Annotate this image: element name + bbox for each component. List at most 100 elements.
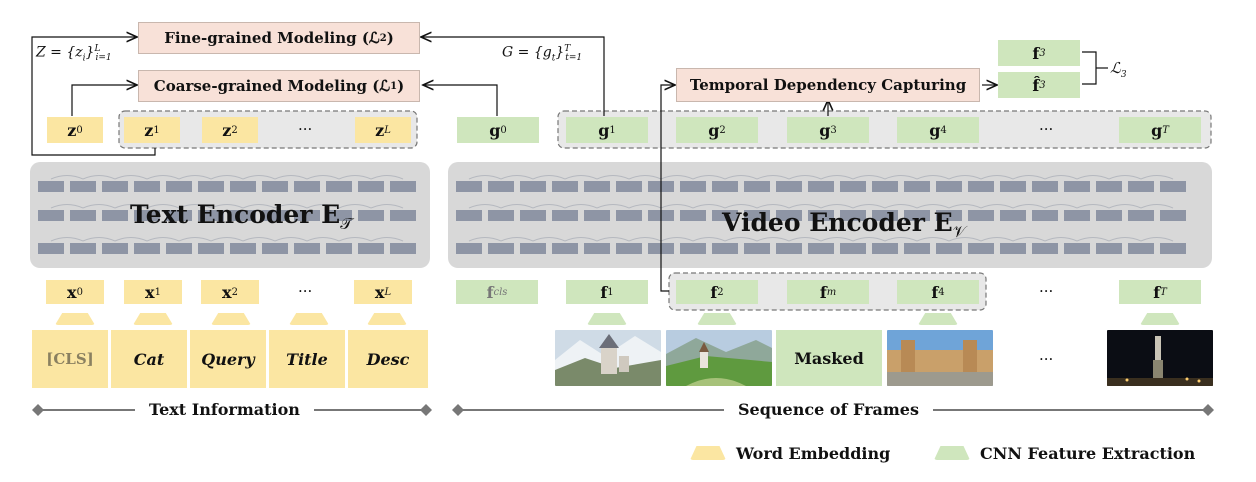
fcls-sub: cls (493, 286, 508, 298)
encoder-block (808, 210, 834, 221)
x2-sub: 2 (231, 286, 238, 298)
legend-cnn-feature-label: CNN Feature Extraction (980, 444, 1196, 463)
encoder-block (198, 181, 224, 192)
loss3-sub: 3 (1120, 70, 1127, 80)
masked-frame: Masked (776, 330, 882, 386)
encoder-block (1160, 210, 1186, 221)
z0-symbol: z (67, 120, 77, 140)
encoder-attention-arcs (468, 237, 1174, 242)
encoder-block (230, 181, 256, 192)
encoder-block (38, 243, 64, 254)
target-fhat-sub: 3 (1039, 79, 1046, 91)
encoder-block (1128, 210, 1154, 221)
temporal-dependency-box: Temporal Dependency Capturing (676, 68, 980, 102)
video-encoder-label: Video Encoder E𝒱 (722, 208, 966, 242)
frames-ellipsis: ··· (1039, 350, 1054, 368)
encoder-block (520, 243, 546, 254)
encoder-block (390, 243, 416, 254)
encoder-block (712, 210, 738, 221)
encoder-block (326, 210, 352, 221)
frame-castle-snow (555, 330, 661, 386)
loss3-formula: ℒ3 (1110, 59, 1127, 80)
encoder-block (584, 210, 610, 221)
encoder-block (262, 243, 288, 254)
encoder-block (1064, 181, 1090, 192)
encoder-block (744, 210, 770, 221)
f4-symbol: f (931, 282, 939, 302)
encoder-block (456, 181, 482, 192)
cnn-feature-tab (1140, 313, 1180, 325)
encoder-block (1096, 243, 1122, 254)
encoder-block (584, 181, 610, 192)
encoder-block (1032, 243, 1058, 254)
encoder-block (904, 243, 930, 254)
encoder-block (294, 210, 320, 221)
xL-symbol: x (374, 282, 385, 302)
encoder-block (904, 181, 930, 192)
fcls-symbol: f (486, 282, 494, 302)
target-f-symbol: f (1032, 43, 1040, 63)
target-fhat-symbol: f̂ (1032, 75, 1040, 95)
encoder-blocks (38, 175, 1186, 254)
text-token-group (118, 110, 418, 149)
encoder-block (230, 243, 256, 254)
word-embedding-tab (367, 313, 407, 325)
z1-symbol: z (144, 120, 154, 140)
encoder-block (488, 243, 514, 254)
text-encoder-label: Text Encoder E𝒯 (130, 200, 353, 234)
encoder-block (1096, 181, 1122, 192)
coarse-grained-label: Coarse-grained Modeling (ℒ (153, 77, 391, 95)
encoder-block (358, 210, 384, 221)
coarse-grained-sub: 1 (390, 80, 398, 92)
target-fhat3: f̂3 (998, 72, 1080, 98)
encoder-block (326, 181, 352, 192)
z1-sub: 1 (153, 124, 160, 136)
video-input-ellipsis: ··· (1039, 282, 1054, 300)
word-box-desc: Desc (348, 330, 428, 388)
fine-grained-sub: 2 (379, 32, 387, 44)
cnn-feature-tab (587, 313, 627, 325)
zL-symbol: z (375, 120, 385, 140)
encoder-block (38, 181, 64, 192)
encoder-block (1000, 243, 1026, 254)
x0-symbol: x (67, 282, 77, 302)
encoder-block (680, 243, 706, 254)
encoder-block (1128, 243, 1154, 254)
encoder-attention-arcs (50, 237, 404, 242)
encoder-block (70, 181, 96, 192)
section-sequence-of-frames: Sequence of Frames (724, 400, 933, 419)
encoder-block (1160, 243, 1186, 254)
fm-symbol: f (819, 282, 827, 302)
word-embedding-tab (289, 313, 329, 325)
encoder-block (1064, 210, 1090, 221)
encoder-block (520, 210, 546, 221)
x0-sub: 0 (76, 286, 83, 298)
encoder-block (1032, 210, 1058, 221)
encoder-block (1000, 210, 1026, 221)
z2-sub: 2 (231, 124, 238, 136)
legend-word-embedding-icon (690, 446, 726, 460)
encoder-block (166, 243, 192, 254)
encoder-block (358, 181, 384, 192)
encoder-block (166, 181, 192, 192)
encoder-block (102, 181, 128, 192)
frame-green-valley (666, 330, 772, 386)
encoder-block (1096, 210, 1122, 221)
encoder-block (776, 181, 802, 192)
text-encoder-text: Text Encoder E (130, 200, 341, 229)
encoder-block (552, 243, 578, 254)
fT-sub: T (1160, 286, 1167, 298)
legend-word-embedding-label: Word Embedding (736, 444, 891, 463)
encoder-block (616, 181, 642, 192)
video-output-ellipsis: ··· (1039, 120, 1054, 138)
xL-sub: L (384, 286, 392, 298)
